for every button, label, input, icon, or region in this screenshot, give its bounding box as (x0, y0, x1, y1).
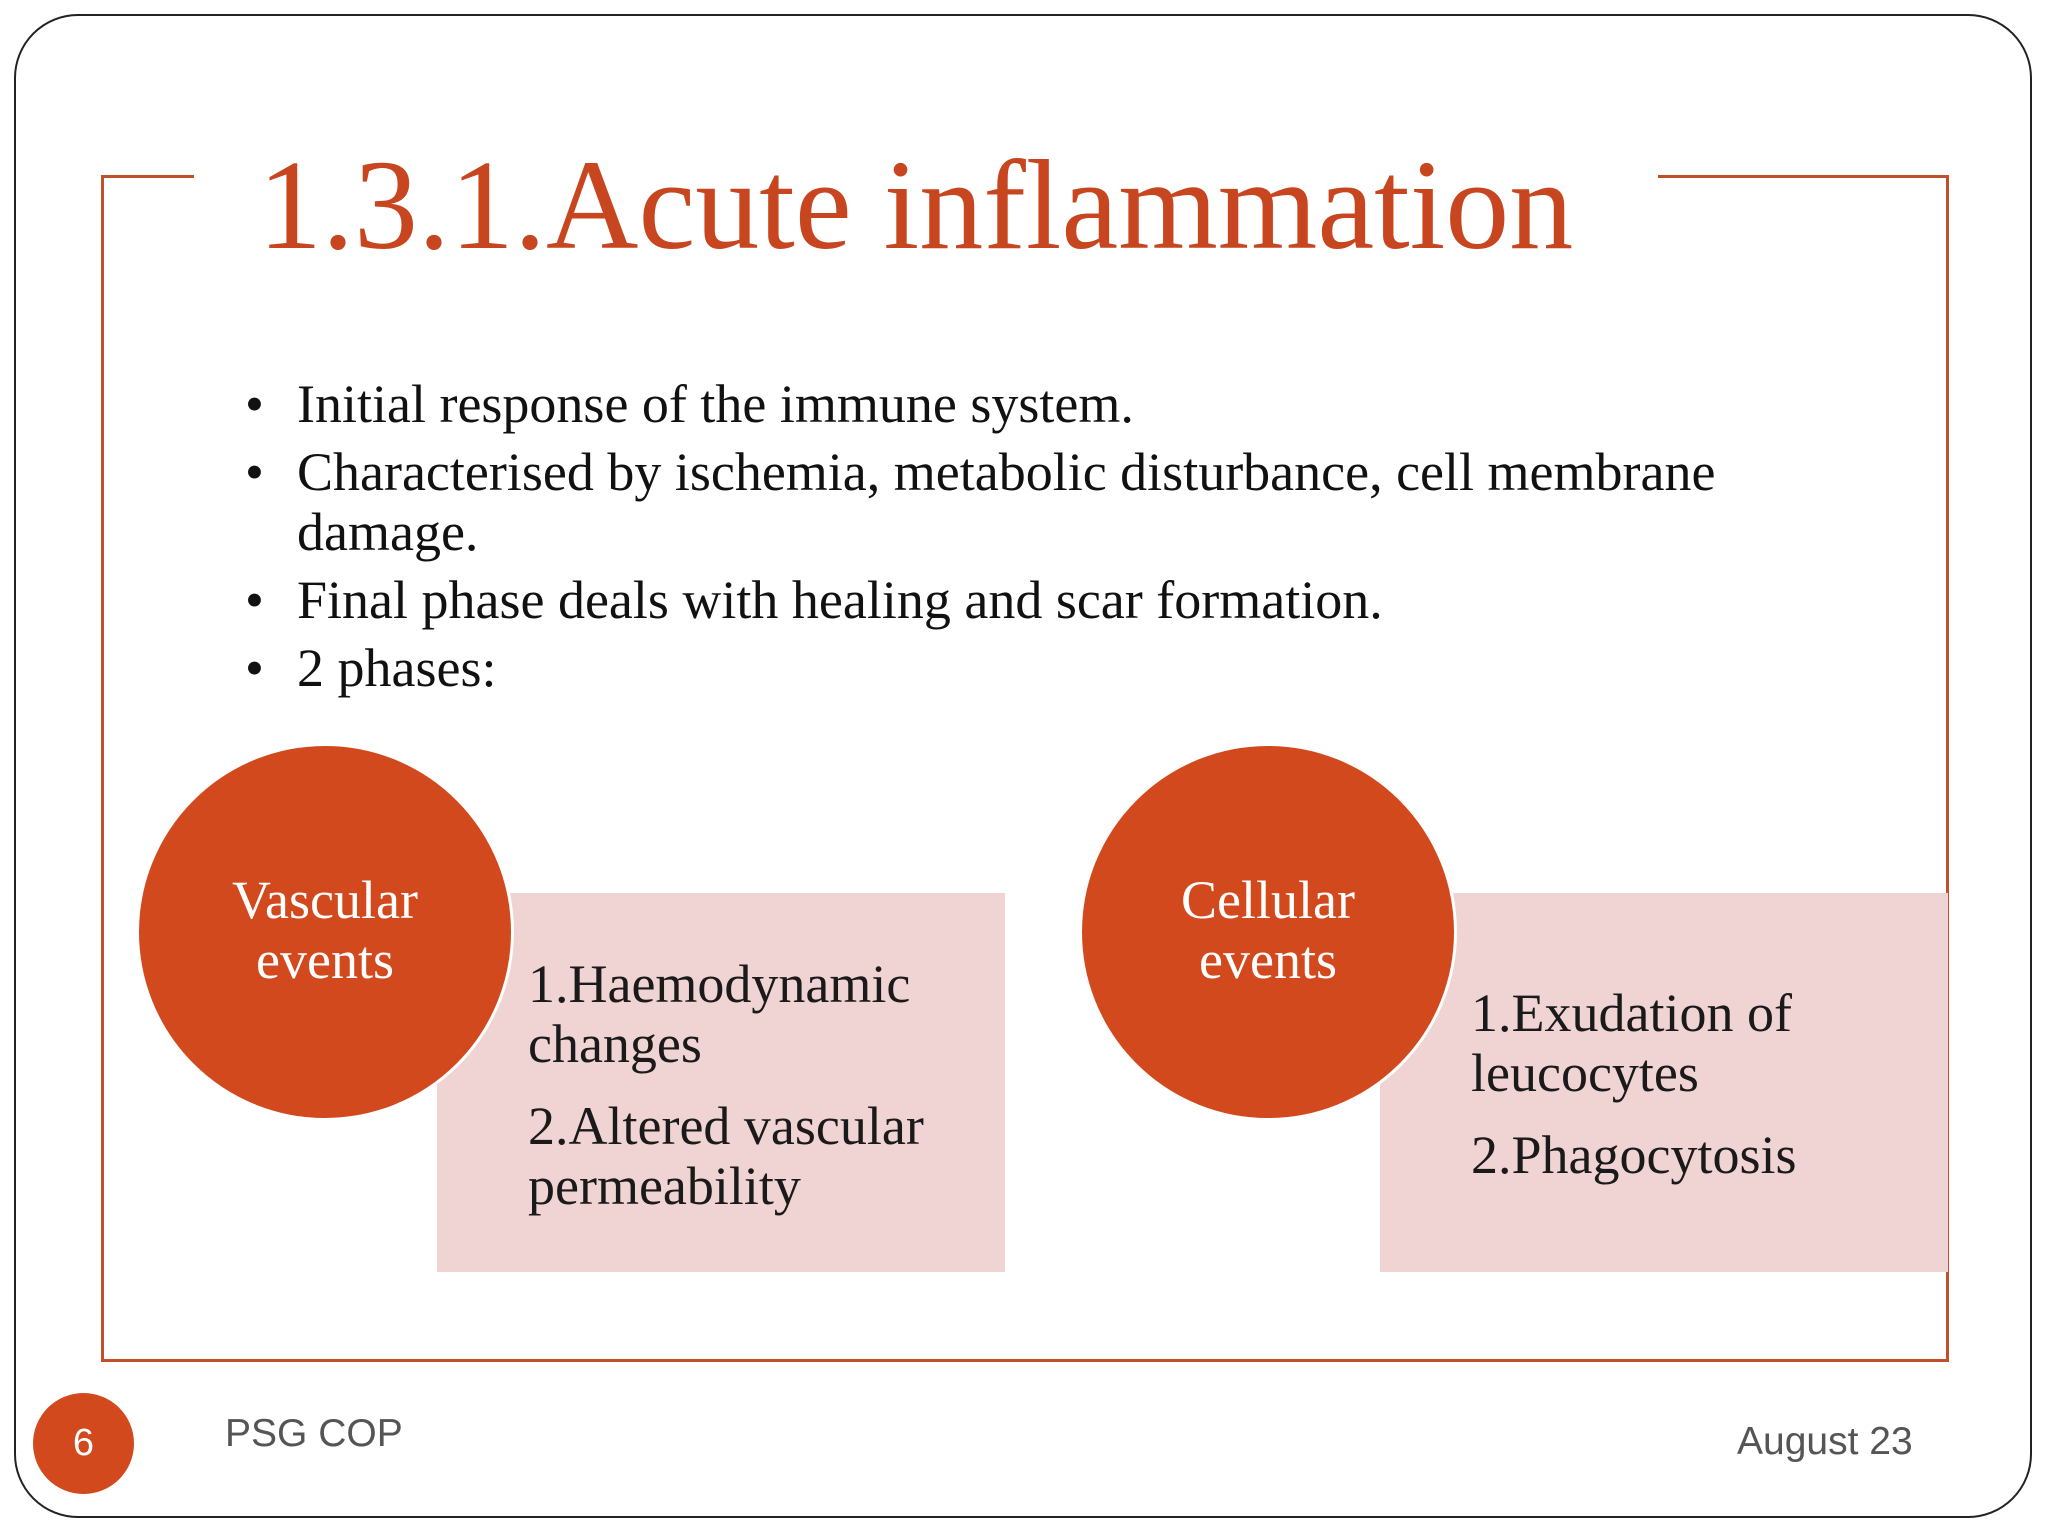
frame-left-line (101, 175, 104, 1362)
bullet-list: • Initial response of the immune system.… (245, 374, 1885, 706)
slide-number-badge: 6 (33, 1393, 134, 1494)
frame-top-left-line (101, 175, 194, 178)
cellular-event-item: 1.Exudation of leucocytes (1471, 983, 1792, 1103)
bullet-item: • Characterised by ischemia, metabolic d… (245, 442, 1885, 562)
vascular-events-circle: Vascular events (136, 743, 514, 1121)
bullet-text: Final phase deals with healing and scar … (297, 570, 1383, 630)
vascular-label-line1: Vascular (232, 870, 418, 930)
bullet-item: • 2 phases: (245, 638, 1885, 698)
vascular-events-list: 1.Haemodynamic changes 2.Altered vascula… (528, 954, 998, 1238)
footer-organization: PSG COP (225, 1412, 403, 1455)
bullet-text: Initial response of the immune system. (297, 374, 1134, 434)
bullet-icon: • (245, 638, 264, 698)
cellular-events-list: 1.Exudation of leucocytes 2.Phagocytosis (1471, 983, 1941, 1207)
vascular-event-item: 1.Haemodynamic changes (528, 954, 911, 1074)
cellular-events-circle: Cellular events (1079, 743, 1457, 1121)
frame-right-line (1946, 175, 1949, 1362)
bullet-icon: • (245, 374, 264, 434)
vascular-events-box (437, 893, 1005, 1272)
cellular-events-box (1380, 893, 1948, 1272)
vascular-event-item: 2.Altered vascular permeability (528, 1096, 924, 1216)
cellular-event-item: 2.Phagocytosis (1471, 1125, 1797, 1185)
cellular-label-line1: Cellular (1181, 870, 1355, 930)
cellular-label-line2: events (1199, 930, 1337, 990)
bullet-item: • Initial response of the immune system. (245, 374, 1885, 434)
bullet-icon: • (245, 442, 264, 502)
frame-top-right-line (1658, 175, 1949, 178)
bullet-item: • Final phase deals with healing and sca… (245, 570, 1885, 630)
vascular-events-label: Vascular events (215, 870, 435, 990)
cellular-events-label: Cellular events (1158, 870, 1378, 990)
frame-bottom-line (101, 1359, 1949, 1362)
slide-title: 1.3.1.Acute inflammation (258, 134, 1574, 276)
footer-date: August 23 (1737, 1420, 1913, 1463)
bullet-text: 2 phases: (297, 638, 497, 698)
vascular-label-line2: events (256, 930, 394, 990)
bullet-text: Characterised by ischemia, metabolic dis… (297, 442, 1716, 562)
bullet-icon: • (245, 570, 264, 630)
